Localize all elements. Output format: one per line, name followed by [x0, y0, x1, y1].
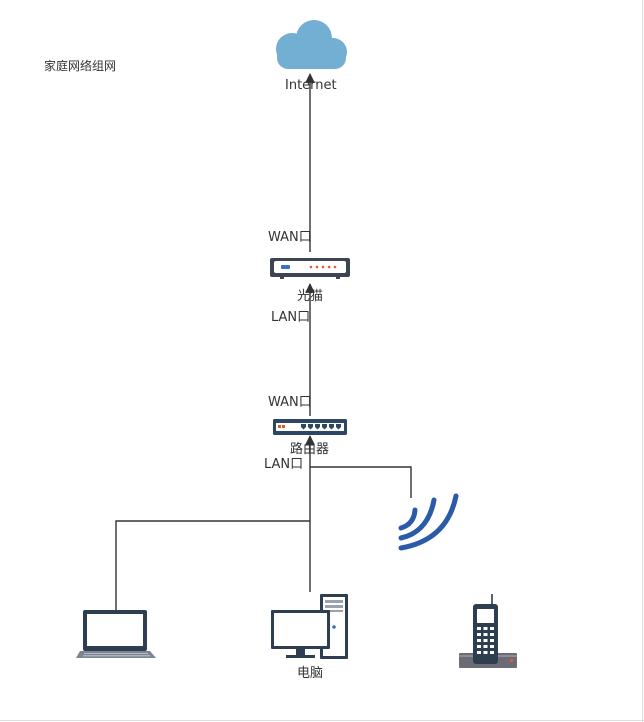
connector-lines [115, 73, 412, 610]
computer-label: 电脑 [297, 666, 324, 681]
router-wan-port-label: WAN口 [268, 395, 312, 410]
modem-lan-port-label: LAN口 [271, 310, 311, 325]
wifi-signal-icon [398, 493, 459, 551]
canvas-border-bottom [0, 720, 644, 721]
canvas-border-right [642, 0, 643, 722]
router-lan-port-label: LAN口 [264, 457, 304, 472]
optical-modem-icon [270, 258, 350, 279]
router-icon [273, 419, 347, 435]
diagram-title: 家庭网络组网 [44, 59, 117, 73]
internet-label: Internet [285, 78, 337, 93]
link-laptop-router [115, 520, 310, 610]
cordless-phone-icon [459, 594, 517, 668]
router-label: 路由器 [290, 442, 330, 457]
modem-wan-port-label: WAN口 [268, 230, 312, 245]
cloud-icon [276, 20, 347, 69]
modem-label: 光猫 [297, 289, 324, 304]
desktop-computer-icon [271, 594, 348, 659]
link-wifi-router [310, 466, 412, 498]
laptop-icon [76, 610, 156, 658]
